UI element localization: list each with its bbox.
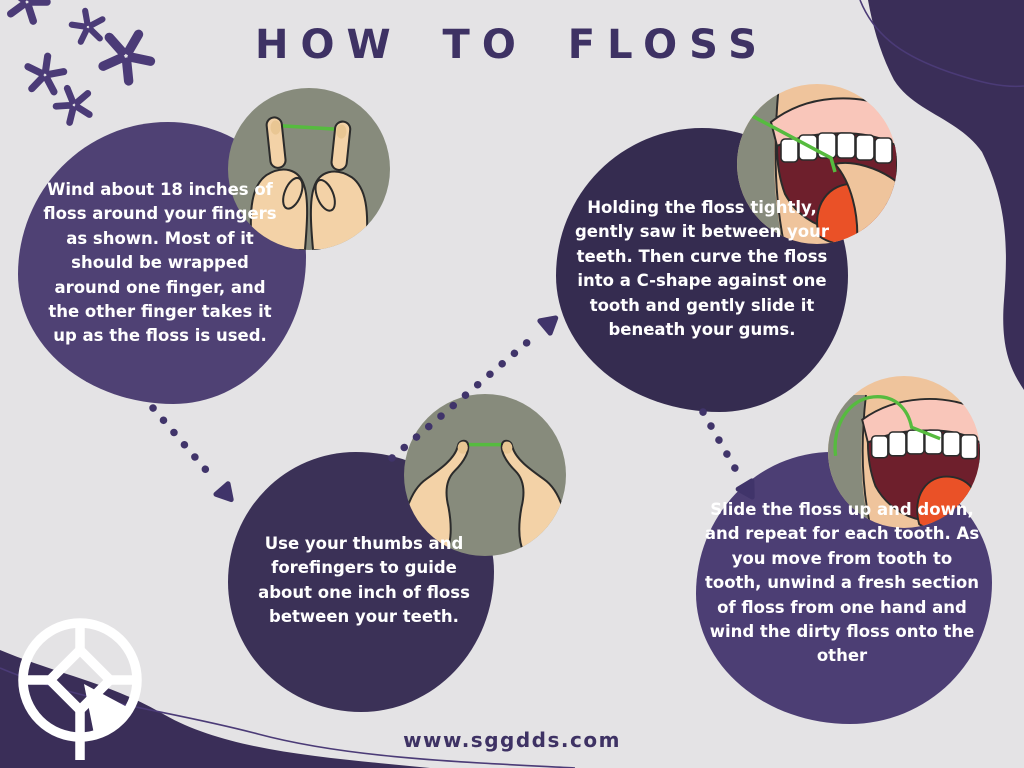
arrowhead-2: [537, 315, 559, 336]
page-title: HOW TO FLOSS: [255, 22, 769, 68]
step3-text: Use your thumbs and forefingers to guide…: [258, 534, 470, 627]
star-doodles: [0, 0, 175, 140]
arrowhead-1: [213, 481, 234, 503]
arrow-step2-to-step4: [699, 408, 740, 474]
corner-blob-top-right: [859, 0, 1024, 390]
corner-wave-bottom-left: [0, 650, 576, 768]
arrow-step1-to-step3: [149, 404, 216, 481]
practice-logo: [18, 618, 142, 760]
step2-text: Holding the floss tightly, gently saw it…: [574, 198, 829, 340]
step4-text: Slide the floss up and down, and repeat …: [704, 500, 980, 666]
step1-text: Wind about 18 inches of floss around you…: [43, 180, 277, 346]
hands-winding-floss-illustration: [228, 88, 390, 250]
mouth-sawing-floss-illustration: [737, 84, 897, 244]
website-url: www.sggdds.com: [403, 728, 621, 752]
